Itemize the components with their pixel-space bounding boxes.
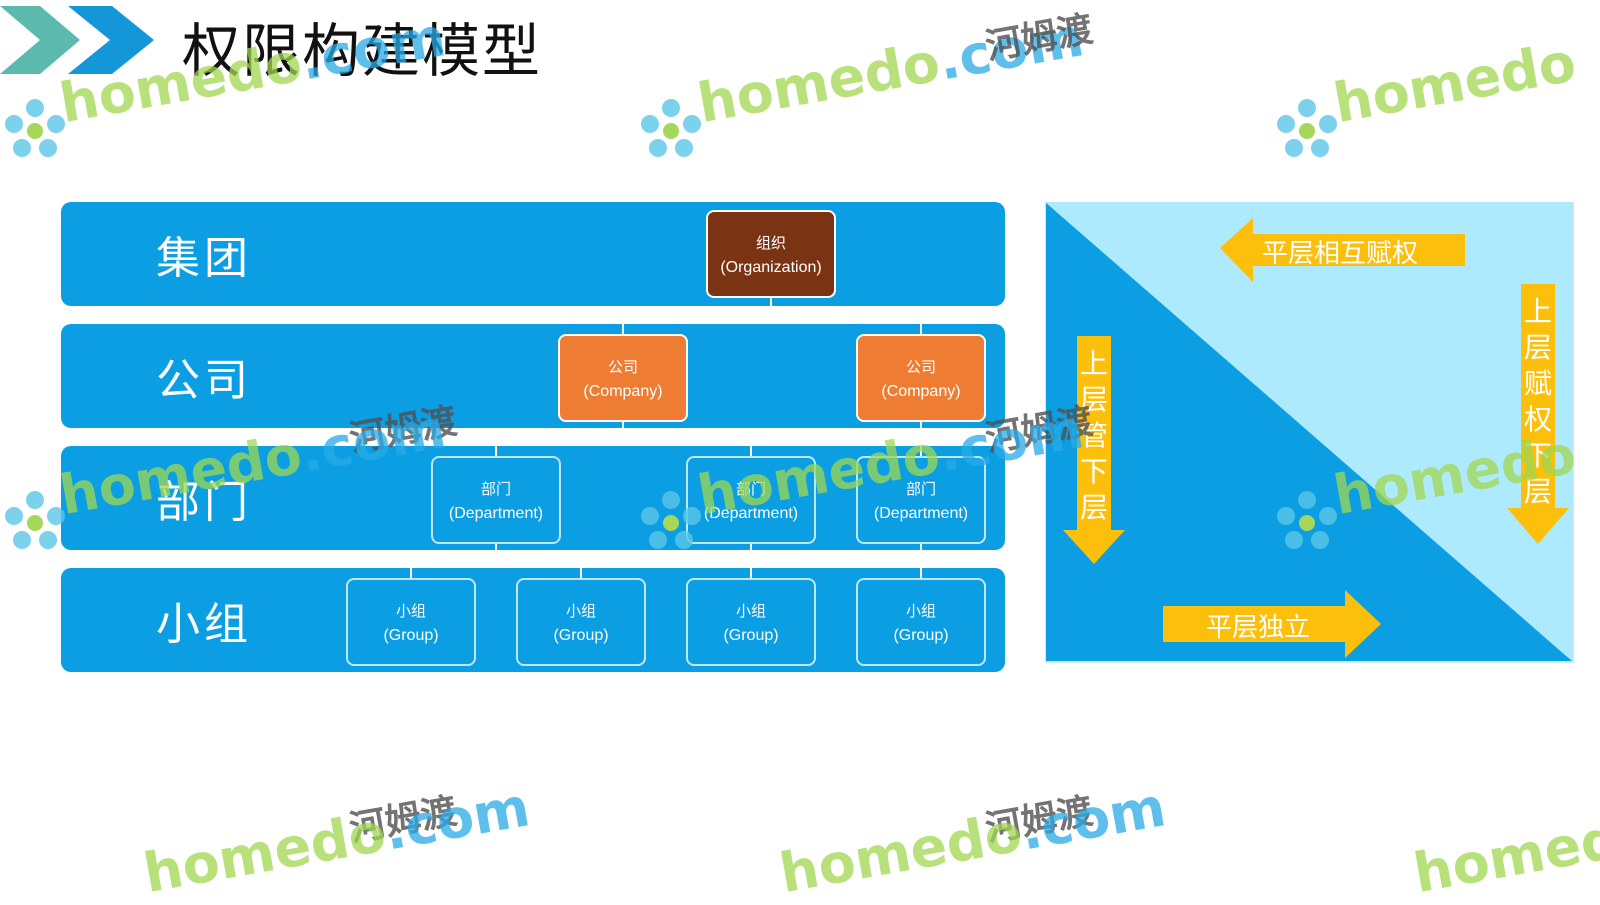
node-cn-label: 部门 (735, 479, 766, 498)
org-node-company: 公司 (Company) (856, 334, 986, 422)
node-cn-label: 部门 (480, 479, 511, 498)
level-label: 部门 (156, 477, 252, 528)
node-cn-label: 公司 (905, 357, 936, 376)
node-cn-label: 小组 (905, 601, 936, 620)
level-band-gongsi: 公司 (61, 324, 1005, 428)
arrow-label-left: 上层管下层 (1079, 347, 1108, 524)
arrow-right-icon (1163, 590, 1381, 658)
node-cn-label: 小组 (395, 601, 426, 620)
node-en-label: (Group) (383, 626, 439, 644)
arrow-label-bottom: 平层独立 (1206, 613, 1311, 643)
node-cn-label: 部门 (905, 479, 936, 498)
node-en-label: (Department) (703, 504, 799, 522)
org-node-group: 小组 (Group) (346, 578, 476, 666)
node-en-label: (Department) (448, 504, 544, 522)
arrow-left-icon (1220, 218, 1465, 282)
node-en-label: (Company) (583, 382, 663, 400)
node-cn-label: 小组 (565, 601, 596, 620)
arrow-down-icon (1507, 284, 1569, 544)
node-en-label: (Group) (723, 626, 779, 644)
arrow-label-top: 平层相互赋权 (1262, 239, 1419, 269)
flower-logo-icon (1277, 99, 1337, 157)
node-cn-label: 组织 (755, 233, 786, 252)
org-node-group: 小组 (Group) (686, 578, 816, 666)
node-en-label: (Group) (553, 626, 609, 644)
flower-logo-icon (1277, 491, 1337, 549)
node-cn-label: 小组 (735, 601, 766, 620)
arrow-down-icon (1063, 336, 1125, 564)
level-label: 公司 (156, 355, 252, 406)
flower-logo-icon (641, 99, 701, 157)
flower-logo-icon (641, 491, 701, 549)
node-cn-label: 公司 (607, 357, 638, 376)
level-band-jituan: 集团 (61, 202, 1005, 306)
org-node-organization: 组织 (Organization) (706, 210, 836, 298)
arrow-label-right: 上层赋权下层 (1523, 295, 1552, 508)
flower-logo-icon (5, 491, 65, 549)
level-label: 小组 (156, 599, 252, 650)
org-node-department: 部门 (Department) (856, 456, 986, 544)
node-en-label: (Group) (893, 626, 949, 644)
upper-triangle (1045, 202, 1573, 662)
node-en-label: (Company) (881, 382, 961, 400)
org-node-department: 部门 (Department) (686, 456, 816, 544)
page-title: 权限构建模型 (182, 17, 543, 85)
org-node-group: 小组 (Group) (516, 578, 646, 666)
level-label: 集团 (156, 233, 252, 284)
node-en-label: (Department) (873, 504, 969, 522)
chevron-arrows-icon (0, 6, 154, 74)
org-node-group: 小组 (Group) (856, 578, 986, 666)
permission-triangle-diagram (1045, 202, 1574, 663)
org-node-company: 公司 (Company) (558, 334, 688, 422)
org-node-department: 部门 (Department) (431, 456, 561, 544)
node-en-label: (Organization) (720, 258, 822, 276)
flower-logo-icon (5, 99, 65, 157)
